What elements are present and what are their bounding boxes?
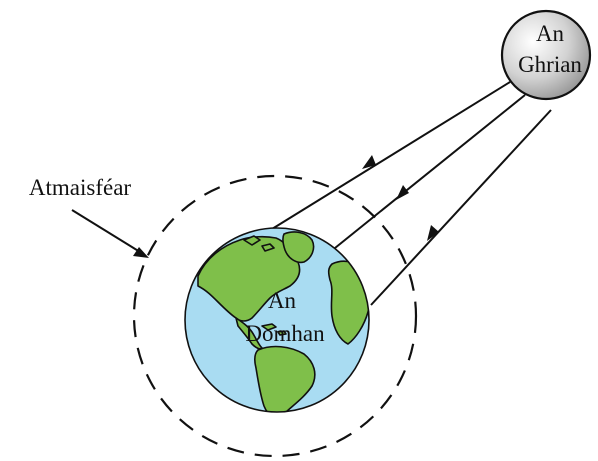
arrowhead-icon: [362, 155, 376, 169]
sun-label-line2: Ghrian: [518, 52, 582, 77]
atmosphere-label: Atmaisféar: [29, 175, 132, 200]
sun: [500, 9, 592, 101]
sun-ray-1: [271, 81, 511, 230]
sun-label-line1: An: [536, 21, 565, 46]
north-america-landmass: [197, 235, 301, 322]
earth-continents: [197, 231, 369, 412]
atmosphere-pointer: [71, 209, 149, 258]
arrowhead-icon: [427, 225, 439, 241]
earth: [184, 227, 370, 413]
earth-outline: [184, 227, 370, 413]
earth-label-line2: Domhan: [245, 321, 325, 346]
arrowhead-icon: [133, 247, 149, 258]
earth-label-line1: An: [268, 288, 297, 313]
south-america-landmass: [253, 345, 316, 412]
arrowhead-icon: [396, 185, 409, 200]
sun-disc: [500, 9, 592, 101]
arctic-islands: [243, 235, 275, 252]
sun-rays: [271, 81, 552, 306]
caribbean-islands: [261, 323, 287, 336]
sun-ray-3: [370, 109, 552, 306]
greenland-landmass: [282, 231, 315, 264]
sun-ray-2: [334, 94, 526, 249]
atmosphere-ring: [132, 174, 418, 458]
